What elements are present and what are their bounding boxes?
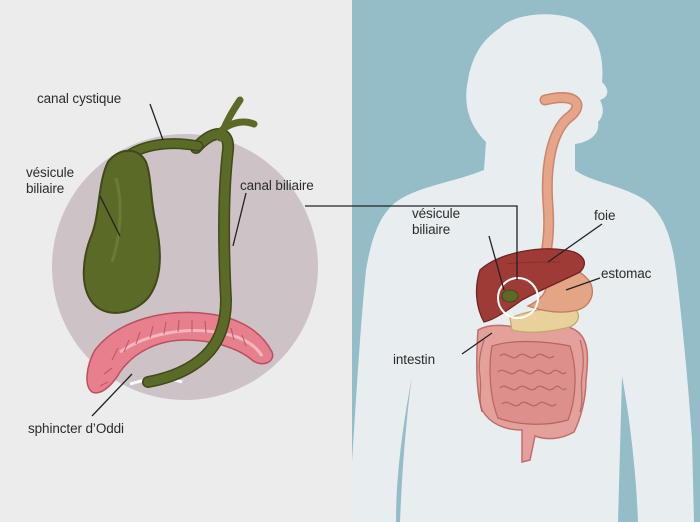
label-sphincter-oddi: sphincter d’Oddi [28, 421, 124, 436]
label-vesicule-line1: vésicule [26, 165, 74, 180]
liver [475, 248, 585, 323]
label-estomac: estomac [601, 266, 652, 281]
label-foie: foie [594, 208, 616, 223]
label-vesicule-line2: biliaire [412, 222, 451, 237]
label-canal-cystique: canal cystique [37, 91, 122, 106]
label-vesicule-line1: vésicule [412, 206, 460, 221]
label-vesicule-biliaire-left: vésicule biliaire [26, 165, 74, 197]
leader-lines [91, 103, 603, 417]
gallbladder [82, 149, 161, 314]
hepatic-duct-branches [216, 96, 258, 142]
label-vesicule-biliaire-right: vésicule biliaire [412, 206, 460, 238]
body-zoom-outline [497, 277, 539, 319]
body-gallbladder [501, 289, 519, 303]
label-vesicule-line2: biliaire [26, 181, 65, 196]
label-intestin: intestin [393, 352, 435, 367]
label-canal-biliaire: canal biliaire [240, 178, 314, 193]
